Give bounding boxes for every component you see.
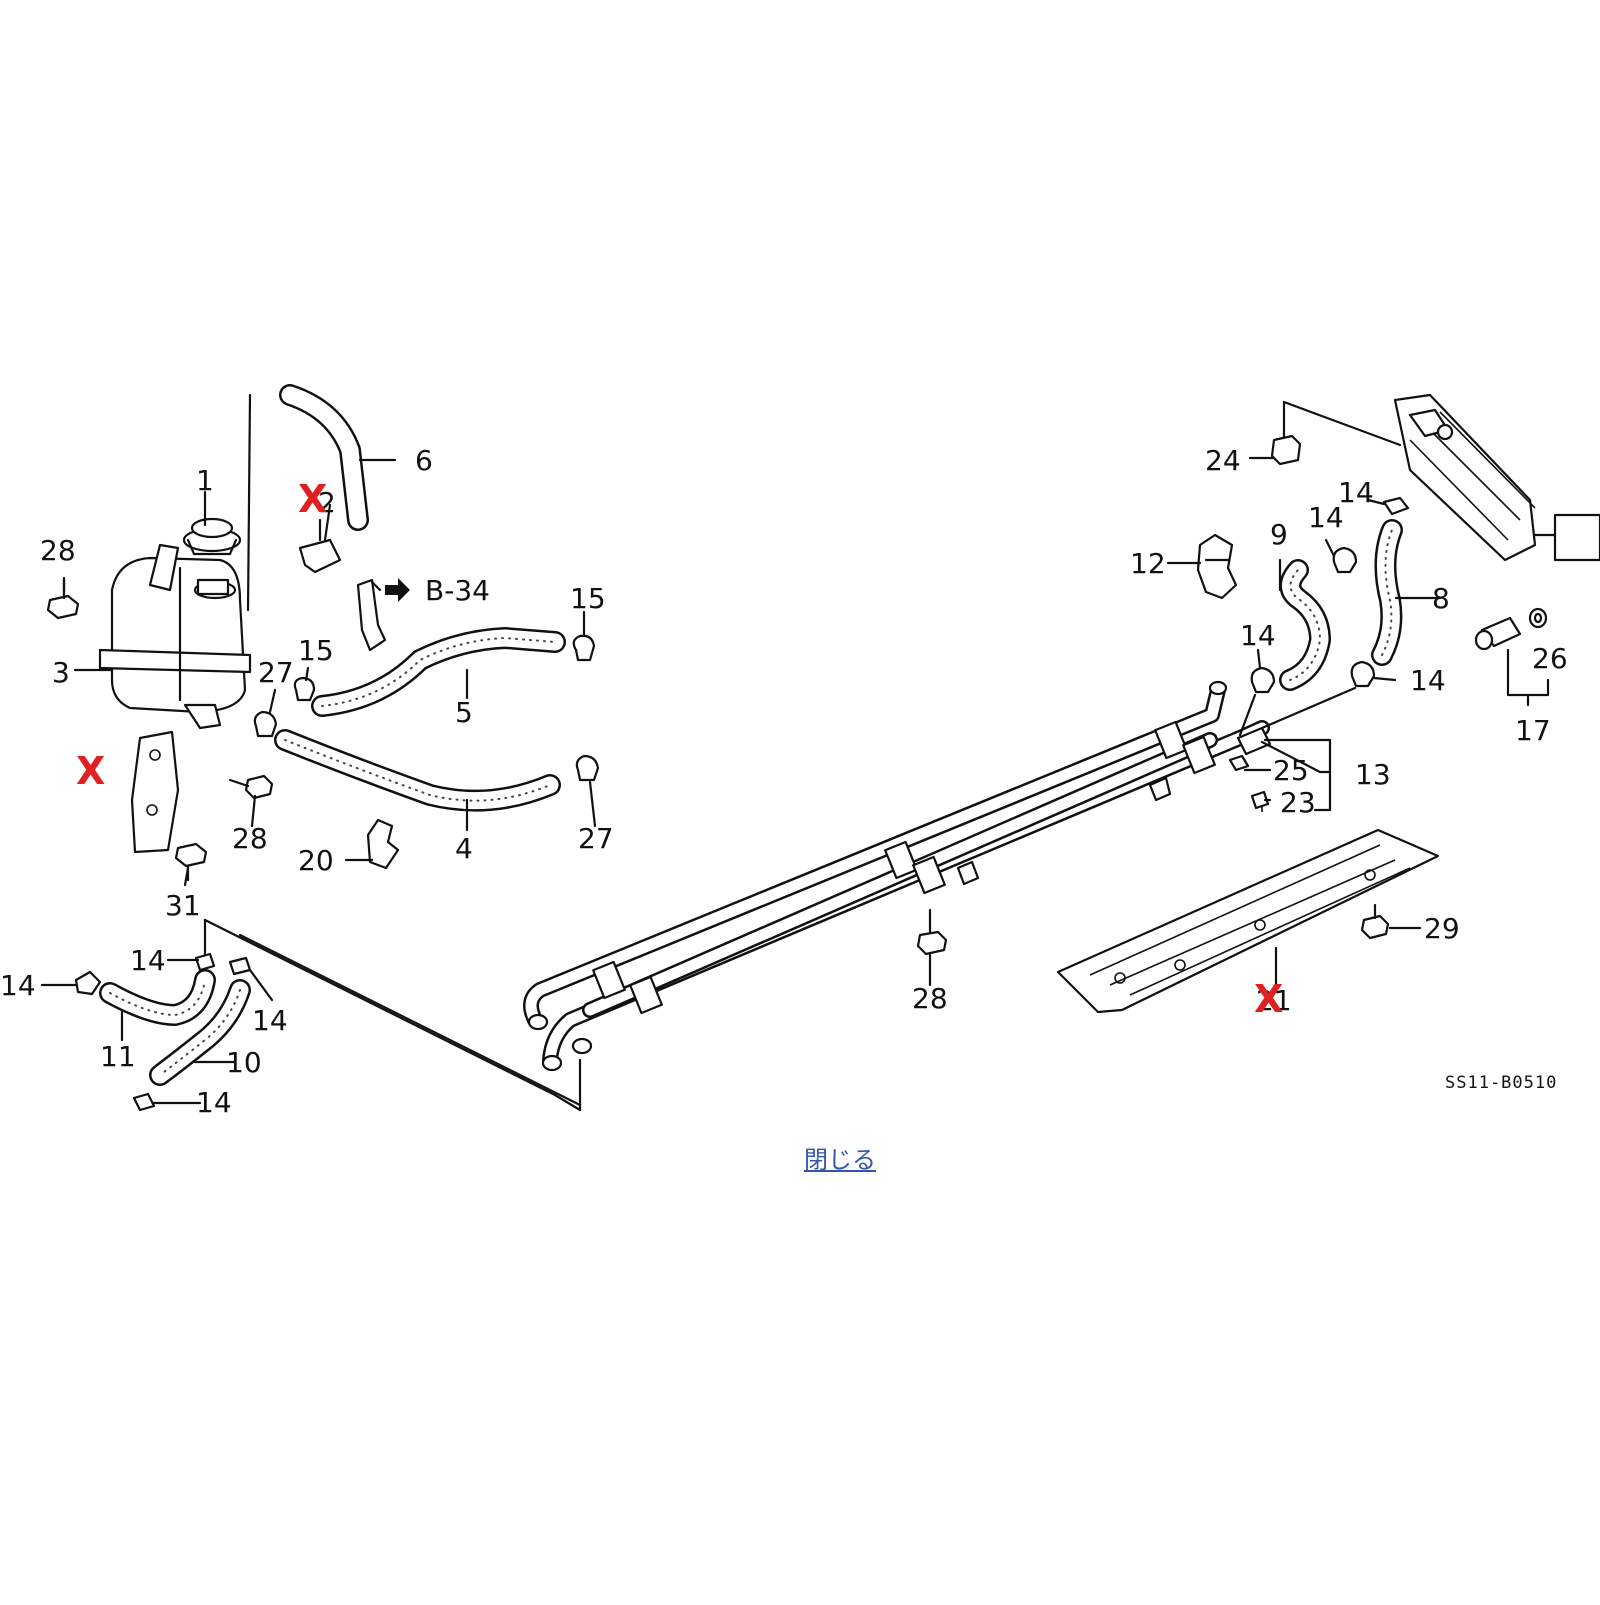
bolt-28-bracket [228,774,274,800]
callout-leaders [40,456,1442,1105]
clamp-14-r1 [1250,666,1276,694]
callout-14-c: 14 [252,1004,288,1037]
callout-13: 13 [1355,758,1391,791]
radiator [1393,393,1600,562]
hose-9 [1279,559,1331,691]
callout-23: 23 [1280,786,1316,819]
callout-14-b: 14 [0,969,36,1002]
callout-26: 26 [1532,642,1568,675]
clamp-14-r4 [1382,496,1410,516]
drain-plug [1474,607,1550,707]
clamp-14-ll1 [74,970,102,996]
leader-line [238,933,582,1107]
clip-2 [298,518,342,574]
callout-15-b: 15 [298,634,334,667]
callout-20: 20 [298,844,334,877]
clip-20 [366,818,400,870]
clamp-15-right [572,634,596,662]
deleted-part-marks: X X X [76,477,1283,1021]
callout-28-c: 28 [912,982,948,1015]
clamp-27-right [575,754,600,782]
pipe-clamps [592,720,1216,1015]
clamp-14-ll4 [132,1092,156,1112]
callout-14-d: 14 [196,1086,232,1119]
reference-label: B-34 [425,574,490,607]
callout-14-g: 14 [1338,476,1374,509]
bolt-29 [1360,903,1390,940]
callout-29: 29 [1424,912,1460,945]
callout-10: 10 [226,1046,262,1079]
callout-28-a: 28 [40,534,76,567]
reservoir-tank [98,543,252,730]
callout-4: 4 [455,832,473,865]
x-mark-21: X [1254,977,1283,1021]
callout-6: 6 [415,444,433,477]
clamp-15-left [293,676,316,702]
clamp-27-left [253,710,278,738]
callout-1: 1 [196,464,214,497]
close-link[interactable]: 閉じる [804,1146,876,1174]
x-mark-bracket: X [76,749,105,793]
callout-28-b: 28 [232,822,268,855]
callout-14-f: 14 [1308,501,1344,534]
under-cover [1056,828,1440,1014]
x-mark-2: X [298,477,327,521]
callout-31: 31 [165,889,201,922]
callout-3: 3 [52,656,70,689]
leader-line [203,918,557,1097]
callout-27-a: 27 [258,656,294,689]
leader-line [553,1093,582,1112]
callout-17: 17 [1515,714,1551,747]
clamp-14-r3 [1350,660,1376,688]
callout-25: 25 [1273,754,1309,787]
bolt-28-mid [916,908,948,956]
callout-2: 2 [318,486,336,519]
hose-11 [99,969,216,1026]
callout-11: 11 [100,1040,136,1073]
leader-line [1260,686,1357,730]
callout-5: 5 [455,696,473,729]
callout-12: 12 [1130,547,1166,580]
callout-14-h: 14 [1410,664,1446,697]
reference-arrow-icon [385,578,410,602]
callout-27-b: 27 [578,822,614,855]
hose-10 [149,979,251,1086]
callout-21: 21 [1256,984,1292,1017]
leader-line [246,393,252,612]
clamp-14-ll3 [228,956,252,976]
diagram-code: SS11-B0510 [1445,1073,1557,1093]
hose-4 [274,729,561,812]
callout-14-a: 14 [130,944,166,977]
hose-6 [279,384,369,531]
leader-line [1238,693,1257,737]
hose-8 [1371,519,1403,666]
callout-9: 9 [1270,518,1288,551]
clamp-14-ll2 [194,952,216,972]
clamp-14-r2 [1332,546,1358,574]
callout-14-e: 14 [1240,619,1276,652]
clip-12 [1196,533,1238,600]
hose-5 [311,627,566,717]
bolt-24 [1270,400,1402,466]
callout-15-a: 15 [570,582,606,615]
tank-bracket [130,730,180,854]
bolt-31 [174,842,208,882]
callout-8: 8 [1432,582,1450,615]
callout-labels: 1 2 3 4 5 6 8 9 10 11 12 13 14 14 14 14 … [0,444,1568,1119]
stay-bracket [356,578,387,652]
callout-24: 24 [1205,444,1241,477]
radiator-cap [182,517,242,556]
joint-block [1228,726,1272,812]
